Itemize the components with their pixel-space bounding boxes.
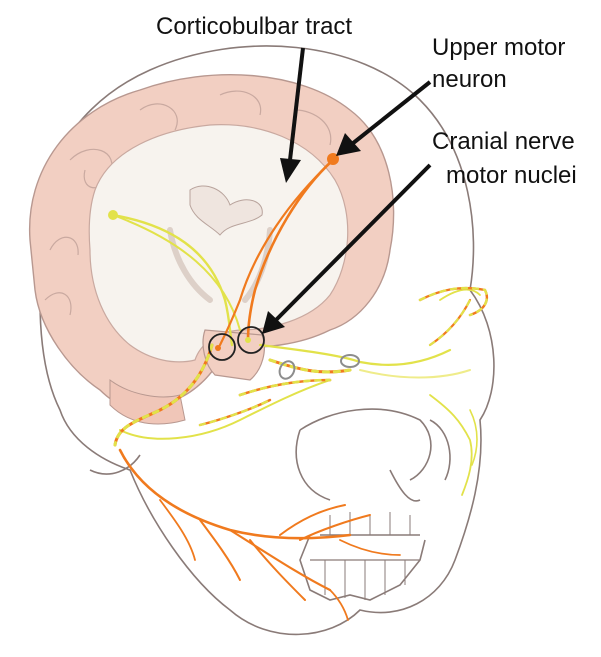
skull bbox=[34, 45, 495, 636]
facial-motor-branches bbox=[118, 448, 401, 621]
arrowhead-cranial-nerve-nuclei bbox=[262, 311, 285, 334]
mixed-nerve-branches bbox=[113, 286, 489, 447]
arrow-upper-motor-neuron bbox=[350, 80, 432, 146]
cranial-nerve-fibers bbox=[111, 213, 481, 496]
foramina bbox=[278, 354, 360, 380]
motor-nucleus-right bbox=[237, 326, 265, 354]
brain-hemisphere bbox=[28, 74, 395, 425]
label-cranial-nerve-line1: Cranial nerve bbox=[432, 128, 575, 155]
motor-nucleus-left bbox=[208, 333, 236, 361]
arrowhead-upper-motor-neuron bbox=[336, 133, 361, 156]
arrow-corticobulbar bbox=[288, 47, 305, 161]
label-upper-motor-neuron-line2: neuron bbox=[432, 66, 507, 93]
arrowheads bbox=[262, 133, 361, 334]
arrowhead-corticobulbar bbox=[280, 158, 301, 183]
label-arrows bbox=[274, 47, 432, 322]
label-upper-motor-neuron-line1: Upper motor bbox=[432, 34, 566, 61]
corticobulbar-tract-path bbox=[218, 158, 335, 347]
sensory-neuron-cell bbox=[108, 210, 118, 220]
motor-nuclei bbox=[208, 326, 265, 361]
arrow-cranial-nerve-nuclei bbox=[274, 163, 432, 322]
label-cranial-nerve-line2: motor nuclei bbox=[446, 162, 577, 189]
label-corticobulbar-tract: Corticobulbar tract bbox=[156, 13, 353, 40]
